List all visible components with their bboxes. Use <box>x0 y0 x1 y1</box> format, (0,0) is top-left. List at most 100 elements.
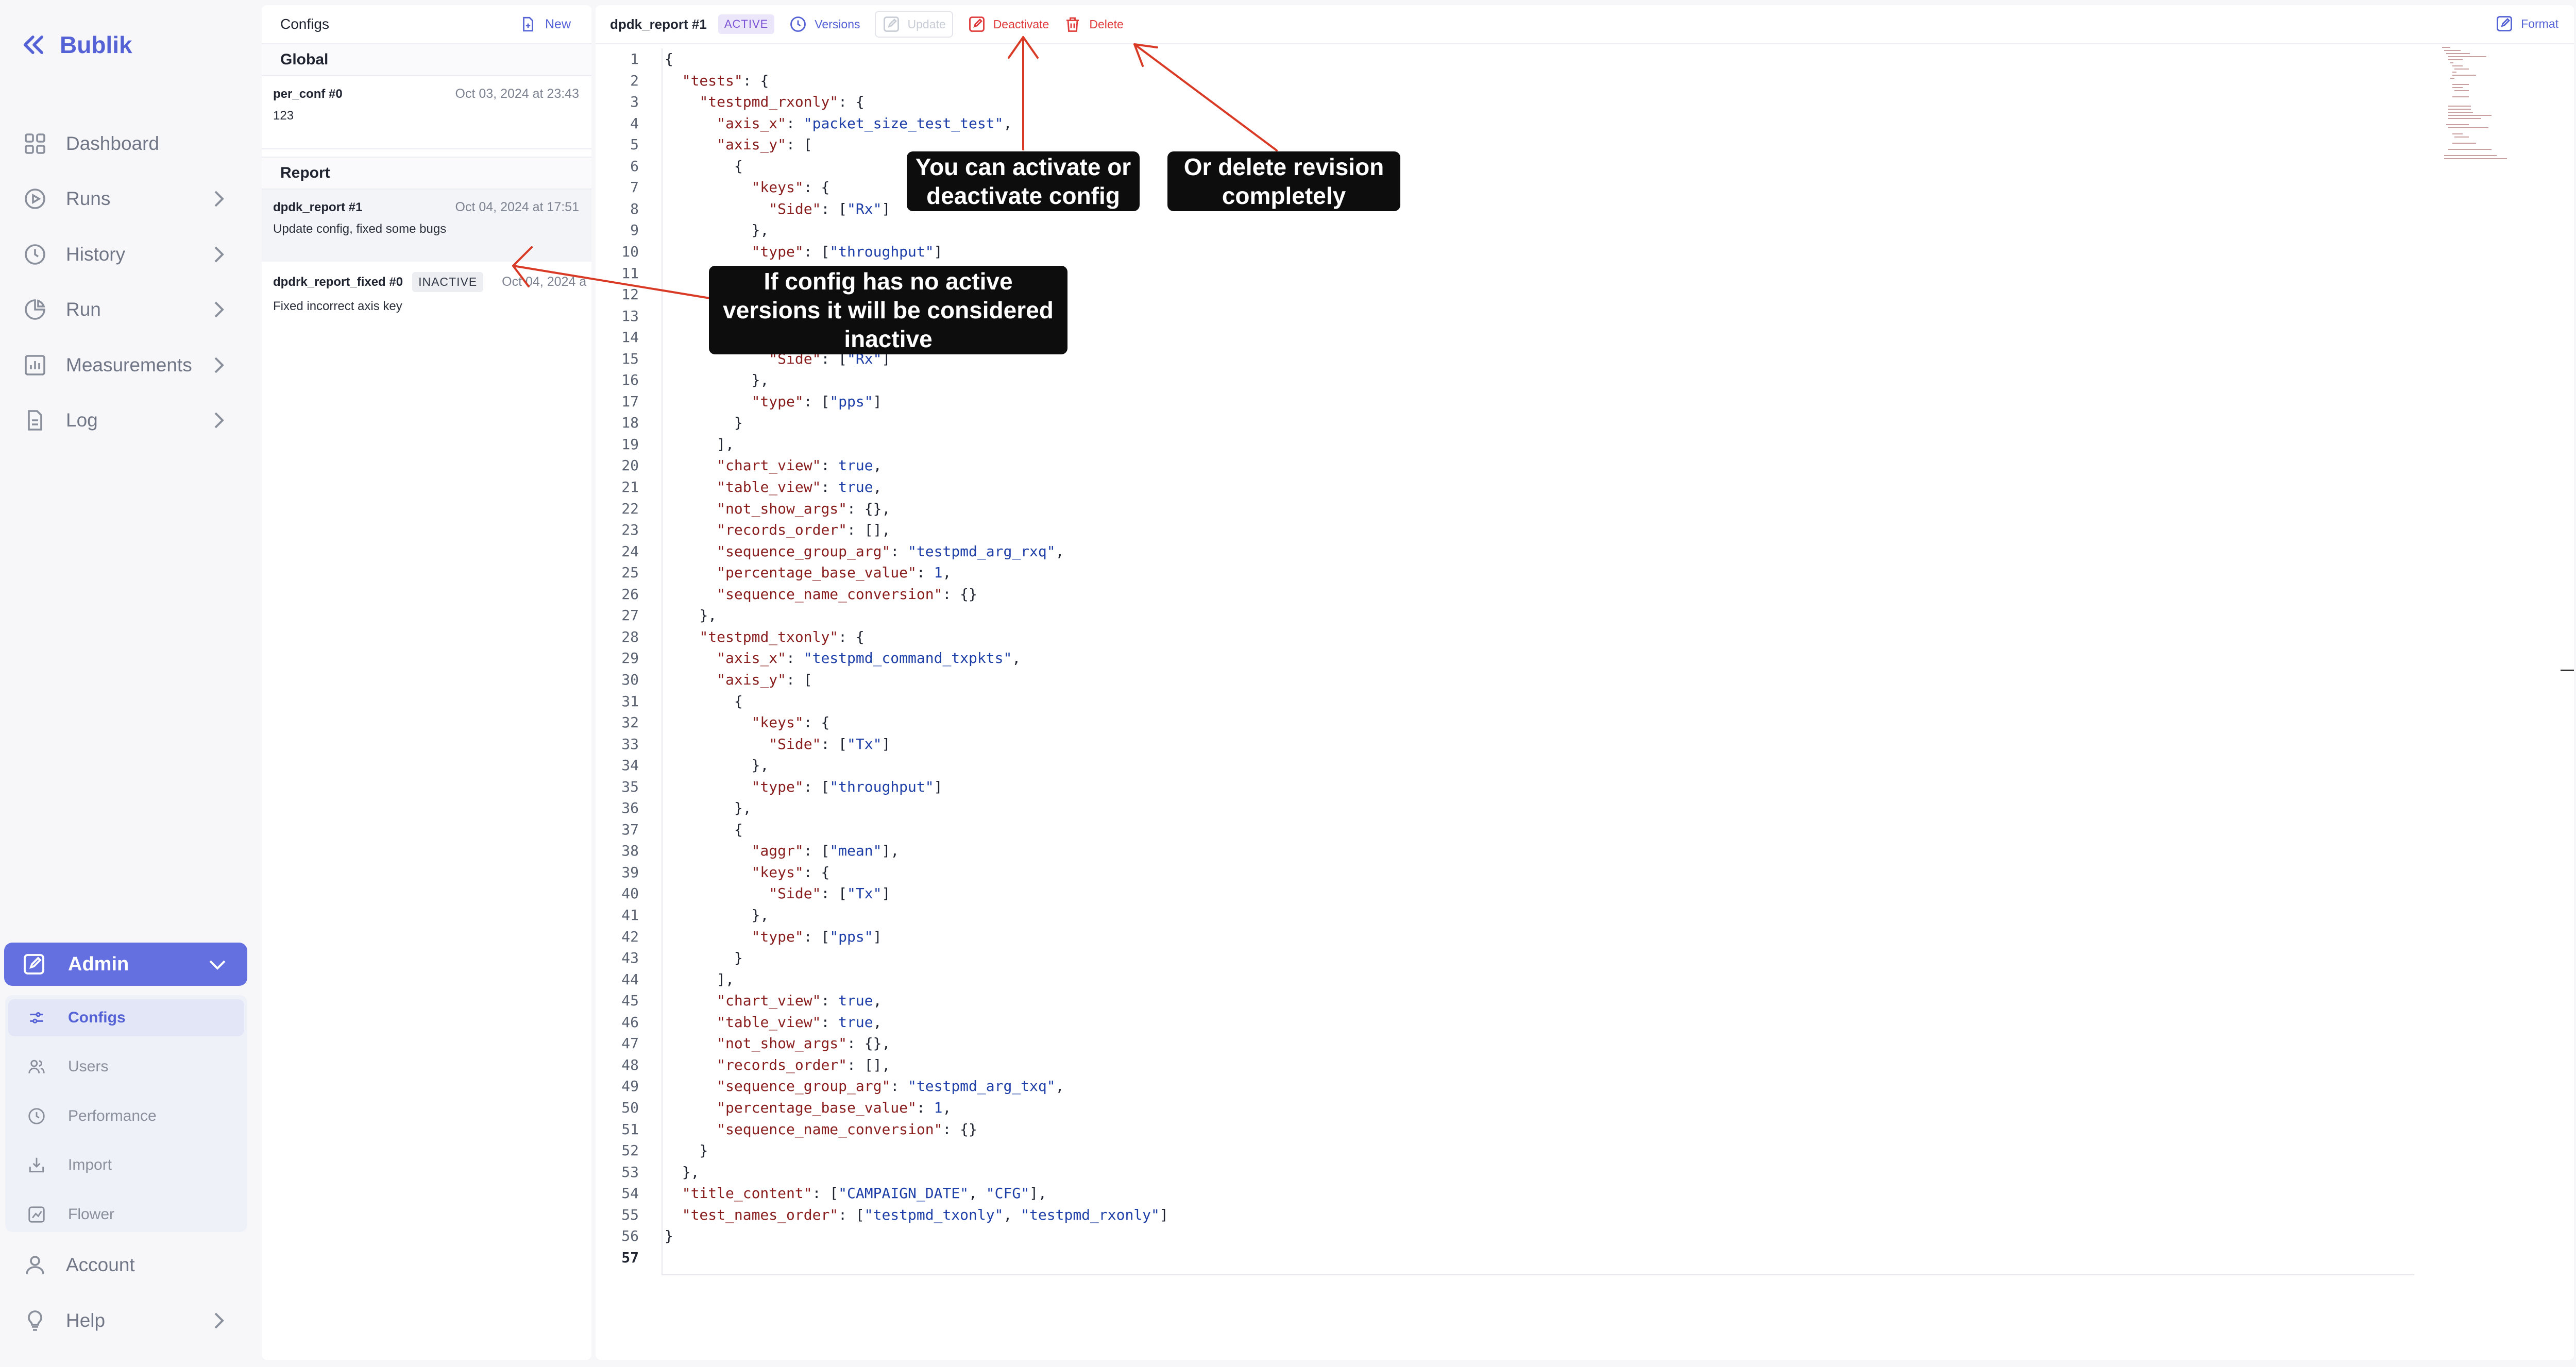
config-description: 123 <box>273 109 294 123</box>
code-text: "type": ["pps"] <box>751 392 882 410</box>
line-number: 3 <box>630 93 639 111</box>
code-text: "keys": { <box>751 714 830 731</box>
bar-chart-icon <box>25 355 45 375</box>
line-number: 47 <box>621 1035 639 1052</box>
editor-minimap[interactable] <box>2440 45 2512 164</box>
nav-label: Account <box>66 1254 135 1275</box>
play-icon <box>25 189 45 209</box>
user-icon <box>26 1256 44 1275</box>
nav-item-dashboard[interactable]: Dashboard <box>15 120 237 167</box>
nav-item-history[interactable]: History <box>15 231 237 278</box>
line-number: 14 <box>621 329 639 346</box>
config-list-item-selected[interactable]: dpdk_report #1 Oct 04, 2024 at 17:51 Upd… <box>262 190 591 262</box>
code-text: }, <box>699 607 717 624</box>
chevron-right-icon <box>214 412 224 429</box>
nav-item-measurements[interactable]: Measurements <box>15 341 237 389</box>
update-label: Update <box>907 17 946 31</box>
code-text: "axis_x": "packet_size_test_test", <box>717 114 1012 132</box>
subnav-label: Users <box>68 1058 109 1075</box>
chevron-right-icon <box>214 1312 224 1329</box>
code-text: "axis_y": [ <box>717 136 812 153</box>
config-list-item[interactable]: dpdrk_report_fixed #0 INACTIVE Oct 04, 2… <box>262 262 591 334</box>
double-chevron-left-icon <box>23 36 43 54</box>
editor-toolbar: dpdk_report #1 ACTIVE Versions Update De… <box>596 5 2574 44</box>
config-date: Oct 03, 2024 at 23:43 <box>455 87 579 101</box>
code-text: "type": ["pps"] <box>751 928 882 945</box>
history-icon <box>790 16 806 32</box>
users-icon <box>28 1060 45 1073</box>
trash-icon <box>1066 17 1079 32</box>
subnav-label: Flower <box>68 1206 115 1223</box>
chevron-right-icon <box>214 191 224 207</box>
nav-label: Help <box>66 1310 106 1331</box>
config-list-item[interactable]: per_conf #0 Oct 03, 2024 at 23:43 123 <box>262 76 591 149</box>
line-number: 22 <box>621 500 639 517</box>
line-number: 30 <box>621 671 639 688</box>
subnav-item-import[interactable]: Import <box>8 1147 244 1184</box>
config-name: dpdrk_report_fixed #0 <box>273 275 403 289</box>
editor-panel: dpdk_report #1 ACTIVE Versions Update De… <box>596 5 2574 1360</box>
pie-chart-icon <box>25 299 45 320</box>
code-text: }, <box>751 907 769 924</box>
line-number: 40 <box>621 885 639 902</box>
line-number: 37 <box>621 821 639 838</box>
delete-button[interactable]: Delete <box>1063 15 1124 33</box>
code-text: "testpmd_rxonly": { <box>699 93 865 111</box>
dashboard-icon <box>25 133 45 154</box>
config-date: Oct 04, 2024 a <box>502 275 587 289</box>
nav-item-admin[interactable]: Admin <box>4 943 247 986</box>
line-number: 1 <box>630 50 639 67</box>
line-number: 29 <box>621 650 639 667</box>
line-number: 45 <box>621 992 639 1010</box>
versions-label: Versions <box>815 17 860 31</box>
line-number: 33 <box>621 735 639 753</box>
format-button[interactable]: Format <box>2495 14 2558 33</box>
subnav-item-users[interactable]: Users <box>8 1048 244 1085</box>
code-text: "sequence_name_conversion": {} <box>717 585 977 603</box>
nav-item-log[interactable]: Log <box>15 397 237 444</box>
code-text: "chart_view": true, <box>717 457 882 474</box>
edit-icon <box>24 954 44 975</box>
admin-submenu: Configs Users Performance Import Flower <box>5 995 247 1232</box>
line-number: 35 <box>621 778 639 795</box>
config-description: Update config, fixed some bugs <box>273 222 447 236</box>
line-number: 38 <box>621 842 639 860</box>
chevron-right-icon <box>214 357 224 373</box>
line-number: 20 <box>621 457 639 474</box>
code-text: } <box>699 1142 708 1159</box>
format-label: Format <box>2521 16 2558 30</box>
code-text: { <box>734 821 743 838</box>
nav-item-account[interactable]: Account <box>15 1241 237 1289</box>
subnav-item-configs[interactable]: Configs <box>8 999 244 1036</box>
versions-button[interactable]: Versions <box>789 15 860 33</box>
brand-logo[interactable]: Bublik <box>21 27 132 63</box>
line-number: 17 <box>621 392 639 410</box>
line-number: 36 <box>621 799 639 817</box>
deactivate-button[interactable]: Deactivate <box>968 15 1049 33</box>
clock-icon <box>28 1108 45 1124</box>
nav-label: Measurements <box>66 354 192 375</box>
code-text: "sequence_name_conversion": {} <box>717 1120 977 1138</box>
line-number: 5 <box>630 136 639 153</box>
code-text: "records_order": [], <box>717 1056 891 1073</box>
line-number: 10 <box>621 243 639 260</box>
code-text: "table_view": true, <box>717 1013 882 1031</box>
file-icon <box>28 410 42 431</box>
nav-item-runs[interactable]: Runs <box>15 175 237 223</box>
subnav-item-performance[interactable]: Performance <box>8 1098 244 1135</box>
subnav-item-flower[interactable]: Flower <box>8 1196 244 1233</box>
annotation-activate: You can activate or deactivate config <box>907 151 1140 211</box>
new-config-button[interactable]: New <box>519 15 571 33</box>
update-button[interactable]: Update <box>874 11 953 38</box>
flower-icon <box>28 1206 45 1223</box>
nav-item-run[interactable]: Run <box>15 286 237 333</box>
nav-label: Log <box>66 409 98 431</box>
line-number: 11 <box>621 264 639 282</box>
line-number: 44 <box>621 970 639 988</box>
code-text: "aggr": ["mean"], <box>751 842 900 860</box>
line-number: 48 <box>621 1056 639 1073</box>
nav-item-help[interactable]: Help <box>15 1297 237 1344</box>
line-number: 26 <box>621 585 639 603</box>
code-text: "type": ["throughput"] <box>751 778 943 795</box>
line-number: 57 <box>621 1249 639 1266</box>
